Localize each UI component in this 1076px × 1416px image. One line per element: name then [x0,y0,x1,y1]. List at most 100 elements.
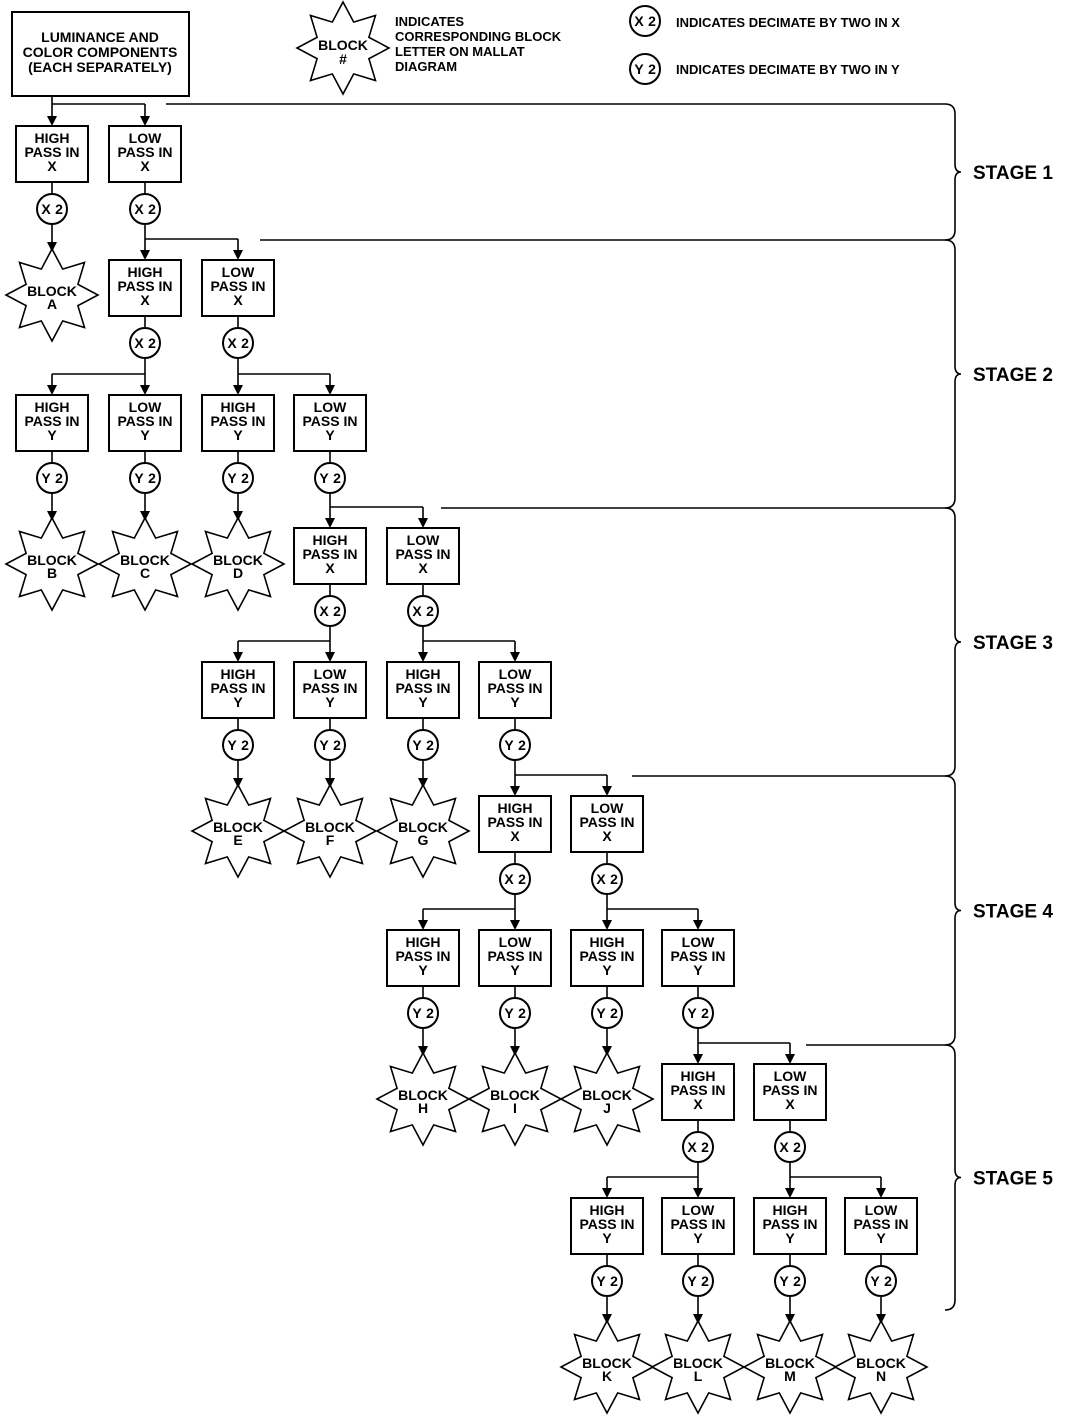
high-pass-x-box-label: HIGH [313,532,348,548]
legend-decimate-x-symbol-axis: X [634,13,644,29]
stage-2-label: STAGE 2 [973,365,1053,386]
high-pass-y-box-label: Y [602,962,612,978]
low-pass-x-box [201,259,275,317]
decimate-x-symbol [129,327,161,359]
high-pass-x-box-label: HIGH [128,264,163,280]
decimate-x-symbol-axis: X [412,603,422,619]
high-pass-y-box-label: HIGH [406,934,441,950]
arrowhead [510,786,520,796]
legend-decimate-y-symbol [629,53,661,85]
stage-bracket [944,103,962,241]
low-pass-y-box-label: LOW [682,934,715,950]
decimate-y-symbol [407,997,439,1029]
high-pass-x-box-label: HIGH [498,800,533,816]
low-pass-y-box-label: LOW [682,1202,715,1218]
block-h-star-letter: H [418,1100,428,1116]
block-e-star-word: BLOCK [213,819,263,835]
block-b-star [4,516,100,612]
arrowhead [47,511,57,521]
decimate-x-symbol-factor: 2 [793,1139,801,1155]
decimate-y-symbol [129,462,161,494]
block-h-star [375,1051,471,1147]
legend-block-star [295,0,391,96]
decimate-y-symbol-axis: Y [41,470,51,486]
arrowhead [325,518,335,528]
low-pass-x-box-label: PASS IN [580,814,635,830]
decimate-y-symbol-axis: Y [687,1005,697,1021]
decimate-y-symbol-factor: 2 [518,737,526,753]
low-pass-x-box-label: PASS IN [118,144,173,160]
low-pass-y-box-label: Y [325,694,335,710]
decimate-y-symbol-factor: 2 [426,1005,434,1021]
arrowhead [602,1314,612,1324]
high-pass-x-box-label: X [140,292,150,308]
low-pass-y-box-label: PASS IN [303,413,358,429]
block-f-star-letter: F [326,832,335,848]
block-e-star [190,783,286,879]
high-pass-y-box-label: HIGH [221,666,256,682]
low-pass-y-box-label: PASS IN [854,1216,909,1232]
decimate-y-symbol [222,462,254,494]
high-pass-y-box-label: Y [233,694,243,710]
legend-decimate-x-symbol-factor: 2 [648,13,656,29]
high-pass-x-box [293,527,367,585]
arrowhead [418,778,428,788]
high-pass-y-box-label: PASS IN [763,1216,818,1232]
legend-block-star-label: BLOCK [318,37,368,53]
high-pass-y-box [15,394,89,452]
low-pass-x-box [386,527,460,585]
decimate-y-symbol-factor: 2 [610,1273,618,1289]
arrowhead [510,1046,520,1056]
legend-decimate-y-symbol-axis: Y [634,61,644,77]
high-pass-y-box-label: PASS IN [396,948,451,964]
low-pass-y-box-label: LOW [129,399,162,415]
decimate-x-symbol [36,193,68,225]
arrowhead [418,1046,428,1056]
low-pass-y-box [108,394,182,452]
decimate-y-symbol-factor: 2 [701,1005,709,1021]
block-k-star-word: BLOCK [582,1355,632,1371]
block-e-star-letter: E [233,832,242,848]
decimate-x-symbol [129,193,161,225]
decimate-y-symbol-factor: 2 [55,470,63,486]
stage-4-label: STAGE 4 [973,902,1053,923]
high-pass-y-box [570,929,644,987]
decimate-x-symbol-factor: 2 [518,871,526,887]
block-g-star-word: BLOCK [398,819,448,835]
decimate-y-symbol-axis: Y [870,1273,880,1289]
decimate-y-symbol-factor: 2 [884,1273,892,1289]
high-pass-y-box [386,929,460,987]
arrowhead [47,385,57,395]
low-pass-y-box-label: Y [876,1230,886,1246]
high-pass-y-box-label: Y [418,962,428,978]
arrowhead [418,652,428,662]
high-pass-y-box [386,661,460,719]
decimate-x-symbol [407,595,439,627]
low-pass-x-box-label: PASS IN [211,278,266,294]
high-pass-y-box-label: HIGH [35,399,70,415]
decimate-x-symbol-factor: 2 [148,335,156,351]
arrowhead [233,250,243,260]
legend-block-description: CORRESPONDING BLOCK [395,29,562,44]
low-pass-y-box-label: Y [140,427,150,443]
high-pass-y-box-label: HIGH [406,666,441,682]
block-m-star-word: BLOCK [765,1355,815,1371]
high-pass-y-box-label: Y [418,694,428,710]
low-pass-x-box-label: X [140,158,150,174]
block-i-star-word: BLOCK [490,1087,540,1103]
arrowhead [140,385,150,395]
low-pass-x-box-label: X [233,292,243,308]
arrowhead [602,920,612,930]
arrowhead [602,786,612,796]
high-pass-x-box-label: PASS IN [118,278,173,294]
low-pass-y-box-label: PASS IN [488,680,543,696]
low-pass-x-box-label: LOW [222,264,255,280]
block-k-star-letter: K [602,1368,612,1384]
low-pass-y-box-label: LOW [865,1202,898,1218]
block-m-star-letter: M [784,1368,796,1384]
input-components-label: COLOR COMPONENTS [23,44,178,60]
low-pass-y-box-label: LOW [314,399,347,415]
arrowhead [47,242,57,252]
arrowhead [233,778,243,788]
stage-bracket [944,775,962,1046]
